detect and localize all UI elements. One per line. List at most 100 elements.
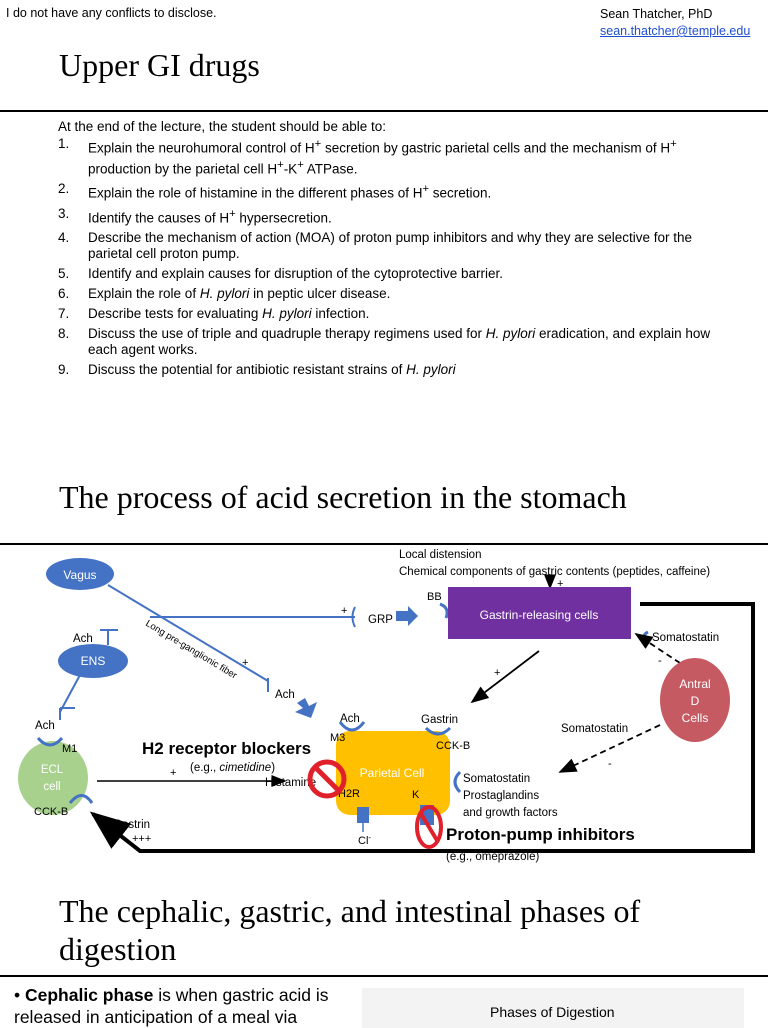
section-title-phases: The cephalic, gastric, and intestinal ph… xyxy=(59,892,640,968)
objective-number: 5. xyxy=(58,266,70,281)
cimetidine-example: (e.g., cimetidine) xyxy=(190,762,275,774)
gastrin-releasing-label: Gastrin-releasing cells xyxy=(480,608,599,622)
objectives-items: 1.Explain the neurohumoral control of H+… xyxy=(58,136,718,378)
somatostatin-label: Somatostatin xyxy=(463,773,530,785)
plus-label: + xyxy=(242,657,248,669)
m3-label: M3 xyxy=(330,732,345,744)
cl-channel xyxy=(357,807,369,823)
objective-number: 2. xyxy=(58,181,70,196)
objective-item: 7. Describe tests for evaluating H. pylor… xyxy=(58,306,718,322)
cckb-label: CCK-B xyxy=(34,806,68,818)
prostaglandins-label: Prostaglandins xyxy=(463,790,539,802)
bullet-icon: • xyxy=(14,985,25,1005)
antral-label: Cells xyxy=(682,711,709,725)
section-title-line: digestion xyxy=(59,931,177,967)
objective-text: Explain the role of histamine in the dif… xyxy=(88,183,492,201)
objective-text: Discuss the use of triple and quadruple … xyxy=(88,326,711,357)
bb-label: BB xyxy=(427,591,442,603)
somatostatin-label: Somatostatin xyxy=(561,723,628,735)
objective-item: 6. Explain the role of H. pylori in pepti… xyxy=(58,286,718,302)
gastrin-label: Gastrin xyxy=(113,819,150,831)
objective-item: 2. Explain the role of histamine in the d… xyxy=(58,181,718,202)
ach-label: Ach xyxy=(340,713,360,725)
grp-arrow xyxy=(396,606,418,626)
omeprazole-example: (e.g., omeprazole) xyxy=(446,851,539,863)
plus-label: + xyxy=(494,667,500,679)
gastrin-label: Gastrin xyxy=(421,714,458,726)
h2r-label: H2R xyxy=(338,788,360,800)
triple-plus-label: +++ xyxy=(132,833,151,845)
objective-number: 3. xyxy=(58,205,70,221)
phases-figure-title: Phases of Digestion xyxy=(490,1004,615,1020)
objective-number: 8. xyxy=(58,326,70,341)
vagus-label: Vagus xyxy=(63,568,96,582)
ens-node xyxy=(58,644,128,678)
plus-label: + xyxy=(170,767,176,779)
section-divider xyxy=(0,975,768,977)
cckb-label: CCK-B xyxy=(436,740,470,752)
k-label: K xyxy=(412,789,420,801)
plus-label: + xyxy=(341,605,347,617)
ppi-label: Proton-pump inhibitors xyxy=(446,825,635,844)
no-sign-ppi-icon xyxy=(415,805,443,849)
ens-label: ENS xyxy=(81,654,106,668)
ecl-cell xyxy=(18,741,88,815)
minus-label: - xyxy=(608,758,612,770)
vagus-node xyxy=(46,558,114,590)
objective-text: Identify and explain causes for disrupti… xyxy=(88,266,503,281)
objectives-intro: At the end of the lecture, the student s… xyxy=(58,119,386,134)
objective-item: 5. Identify and explain causes for disrup… xyxy=(58,266,718,282)
objective-item: 8. Discuss the use of triple and quadrupl… xyxy=(58,326,718,358)
objective-item: 3. Identify the causes of H+ hypersecreti… xyxy=(58,206,718,227)
antral-label: D xyxy=(691,694,700,708)
nerve-lines xyxy=(59,584,356,720)
disclosure-text: I do not have any conflicts to disclose. xyxy=(6,6,217,20)
parietal-label: Parietal Cell xyxy=(360,766,425,780)
ach-label: Ach xyxy=(275,689,295,701)
section-divider xyxy=(0,110,768,112)
h2-blockers-label: H2 receptor blockers xyxy=(142,739,311,758)
objective-text: Discuss the potential for antibiotic res… xyxy=(88,362,456,377)
chemical-components-label: Chemical components of gastric contents … xyxy=(399,566,710,578)
section-title-line: The cephalic, gastric, and intestinal ph… xyxy=(59,893,641,929)
antral-label: Antral xyxy=(679,677,710,691)
m1-label: M1 xyxy=(62,743,77,755)
author-name: Sean Thatcher, PhD xyxy=(600,7,713,21)
author-email-link[interactable]: sean.thatcher@temple.edu xyxy=(600,24,751,38)
cephalic-phase-bullet: • Cephalic phase is when gastric acid is… xyxy=(14,984,364,1028)
antral-d-cells xyxy=(660,658,730,742)
ecl-label: ECL xyxy=(41,764,64,776)
ach-label: Ach xyxy=(73,633,93,645)
phases-figure xyxy=(362,988,744,1028)
histamine-label: Histamine xyxy=(265,777,316,789)
objective-text: Describe tests for evaluating H. pylori … xyxy=(88,306,370,321)
plus-label: + xyxy=(557,578,563,590)
objective-item: 4. Describe the mechanism of action (MOA)… xyxy=(58,230,718,262)
objective-text: Identify the causes of H+ hypersecretion… xyxy=(88,207,332,226)
ach-label: Ach xyxy=(35,720,55,732)
no-sign-h2-icon xyxy=(307,759,347,799)
acid-secretion-diagram: Vagus ENS Ach Ach Ach Ach Long pre-gangl… xyxy=(18,549,755,863)
objective-number: 6. xyxy=(58,286,70,301)
objective-number: 7. xyxy=(58,306,70,321)
objective-text: Describe the mechanism of action (MOA) o… xyxy=(88,230,693,261)
grp-label: GRP xyxy=(368,614,393,626)
bullet-bold: Cephalic phase xyxy=(25,985,154,1005)
section-title-upper-gi: Upper GI drugs xyxy=(59,47,260,83)
growth-factors-label: and growth factors xyxy=(463,807,558,819)
gastrin-feedback-line xyxy=(89,602,755,853)
objective-item: 1.Explain the neurohumoral control of H+… xyxy=(58,136,718,177)
ecl-label: cell xyxy=(43,781,60,793)
objective-number: 4. xyxy=(58,230,70,245)
author-block: Sean Thatcher, PhD sean.thatcher@temple.… xyxy=(600,6,750,40)
ach-arrow xyxy=(295,698,317,718)
section-divider xyxy=(0,543,768,545)
objective-text: Explain the role of H. pylori in peptic … xyxy=(88,286,391,301)
objectives-list: At the end of the lecture, the student s… xyxy=(58,119,718,382)
minus-label: - xyxy=(658,655,662,667)
objective-item: 9.Discuss the potential for antibiotic r… xyxy=(58,362,718,378)
bullet-rest: is when gastric acid is released in anti… xyxy=(14,985,329,1027)
objective-text: Explain the neurohumoral control of H+ s… xyxy=(88,138,677,176)
parietal-cell xyxy=(336,731,450,815)
somatostatin-label: Somatostatin xyxy=(652,632,719,644)
